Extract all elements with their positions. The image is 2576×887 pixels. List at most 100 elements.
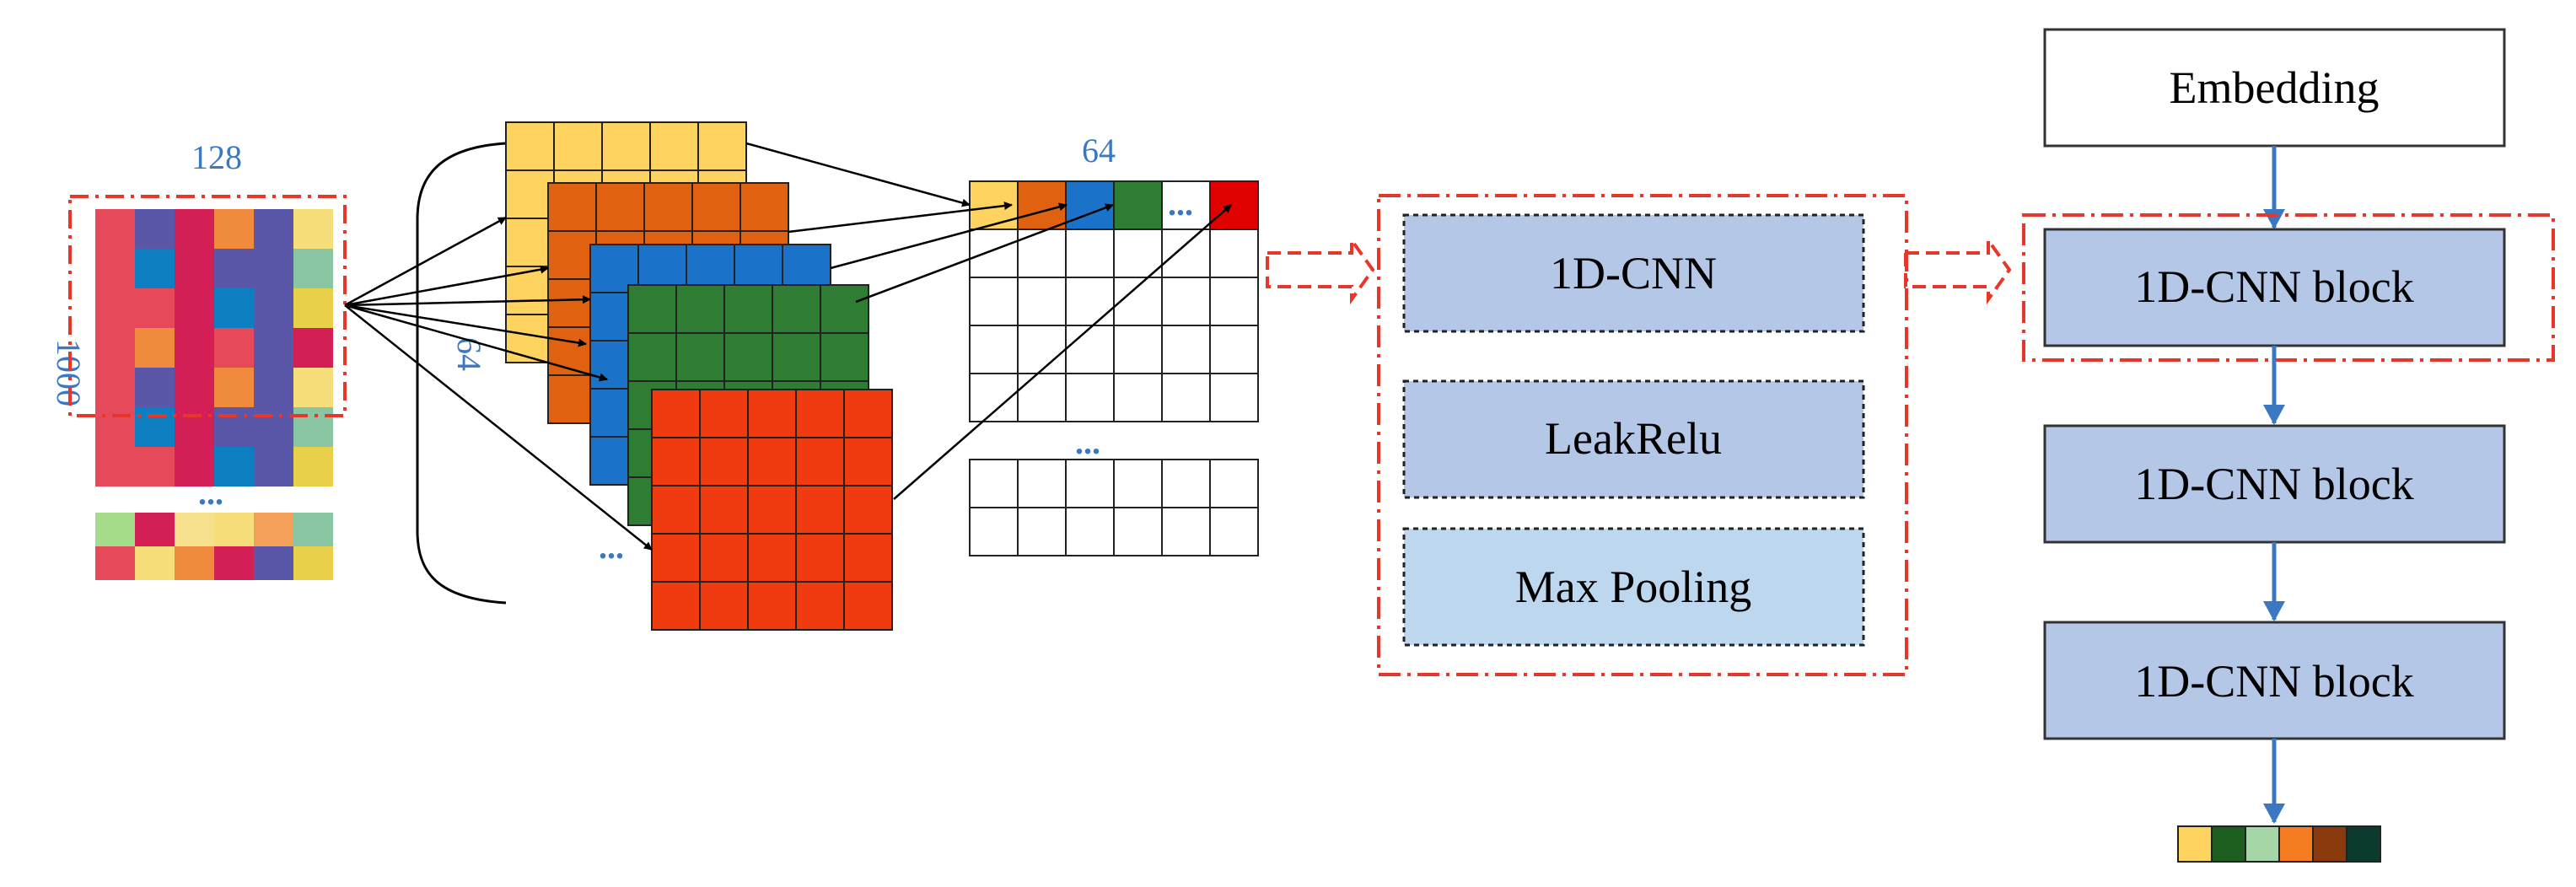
input-cell [214,249,254,288]
embedding-box [2043,28,2506,148]
input-cell [175,288,214,328]
output-vector-cell [2245,825,2280,863]
input-cell [214,546,254,580]
feature-map-cell [795,389,845,438]
feature-map-cell [739,182,789,232]
input-width-label: 128 [191,138,242,176]
input-cell [293,209,333,249]
block-detail: 1D-CNN LeakRelu Max Pooling [1377,194,1908,676]
feature-map-cell [505,121,555,171]
output-cell [1017,459,1067,508]
output-cell [1113,507,1163,556]
input-extra-rows [95,513,333,580]
feature-map-cell [547,326,597,376]
input-cell [254,407,293,447]
feature-map-cell [843,581,893,631]
feature-map-cell [697,121,747,171]
output-cell [969,277,1019,326]
output-cell [1065,373,1115,422]
output-cell [1065,459,1115,508]
block-detail-frame [1377,194,1908,676]
output-grid-lower [969,459,1259,556]
fan-arrow [344,216,507,307]
cnn-block-2-label: 1D-CNN block [2134,459,2413,509]
feature-map-cell [505,218,555,267]
output-cell [1113,459,1163,508]
output-cell [1209,277,1259,326]
feature-map-layer [651,389,893,631]
input-cell [214,209,254,249]
feature-map-cell [651,581,701,631]
cnn-block-3 [2043,621,2506,740]
feature-map-cell [699,485,749,535]
feature-map-cell [643,182,693,232]
output-vector-cell [2211,825,2246,863]
input-cell [254,328,293,368]
output-cell [1065,325,1115,374]
feature-map-cell [699,533,749,583]
output-cell [969,325,1019,374]
output-cell [1161,459,1211,508]
feature-maps: 64 ... [344,121,893,631]
feature-map-to-output-arrows [745,142,1232,500]
output-cell [1017,228,1067,278]
input-to-feature-map-arrows [344,216,653,551]
feature-map-cell [820,284,869,334]
output-cell [1209,507,1259,556]
output-grid [969,180,1259,422]
output-cell [1209,459,1259,508]
output-matrix: 64 ... ... [745,132,1259,556]
feature-map-cell [627,332,677,382]
input-cell [175,328,214,368]
input-cell [135,249,175,288]
input-cell [293,447,333,487]
output-cell [1017,373,1067,422]
input-cell [214,407,254,447]
input-cell [95,288,135,328]
output-vector [2177,825,2381,863]
feature-map-cell [651,437,701,487]
cnn-block-1-label: 1D-CNN block [2134,261,2413,312]
input-cell [95,368,135,407]
input-cell [214,328,254,368]
feature-map-cell [547,230,597,280]
output-ellipsis-mid: ... [1075,423,1100,461]
output-cell [1113,325,1163,374]
input-cell [175,546,214,580]
output-cell [1065,228,1115,278]
output-width-label: 64 [1082,132,1116,169]
feature-map-cell [675,284,725,334]
feature-map-cell [772,332,821,382]
feature-map-cell [691,182,741,232]
input-cell [175,209,214,249]
feature-map-cell [547,182,597,232]
map-arrow [788,202,1013,234]
output-cell [1209,228,1259,278]
feature-map-count-label: 64 [450,337,488,371]
input-cell [95,209,135,249]
input-cell [293,407,333,447]
input-cell [214,513,254,546]
feature-map-cell [772,284,821,334]
input-cell [214,368,254,407]
feature-map-cell [601,121,651,171]
feature-map-layers [505,121,893,631]
feature-map-cell [547,278,597,328]
input-cell [293,288,333,328]
feature-map-cell [747,437,797,487]
fan-arrow [344,265,549,307]
feature-map-cell [795,533,845,583]
feature-map-cell [747,485,797,535]
feature-map-cell [547,374,597,424]
output-vector-cell [2278,825,2314,863]
output-cell [1017,507,1067,556]
input-cell [214,447,254,487]
feature-map-ellipsis: ... [599,528,624,566]
input-cell [135,209,175,249]
map-arrow [745,142,971,207]
input-cell [175,368,214,407]
input-cell [293,368,333,407]
input-dashed-frame [68,195,347,417]
input-cell [95,249,135,288]
input-cell [293,546,333,580]
